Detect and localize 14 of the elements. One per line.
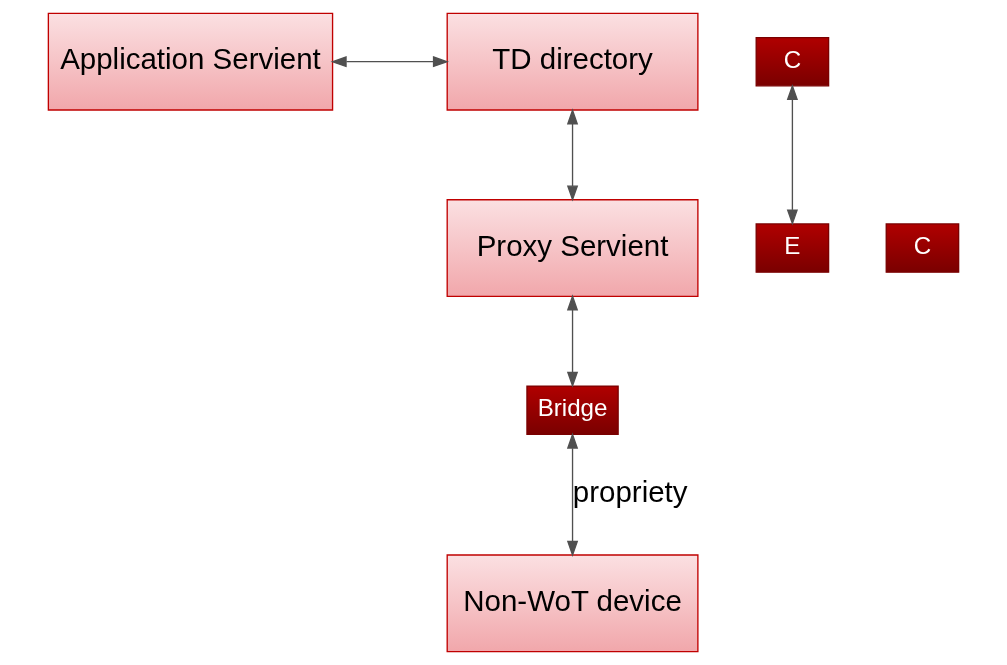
- node-box: Bridge: [526, 385, 619, 436]
- arrow: [786, 83, 799, 226]
- arrow: [566, 294, 579, 388]
- node-box: C: [755, 36, 830, 87]
- arrow: [566, 432, 579, 557]
- node-box: E: [755, 223, 830, 273]
- node-box: C: [885, 223, 960, 273]
- node-box: Non-WoT device: [446, 554, 699, 653]
- arrow: [566, 108, 579, 202]
- edge-label: propriety: [572, 475, 688, 509]
- node-box: Application Servient: [47, 12, 334, 111]
- node-box: TD directory: [446, 12, 699, 111]
- node-box: Proxy Servient: [446, 199, 699, 297]
- arrow: [330, 56, 449, 68]
